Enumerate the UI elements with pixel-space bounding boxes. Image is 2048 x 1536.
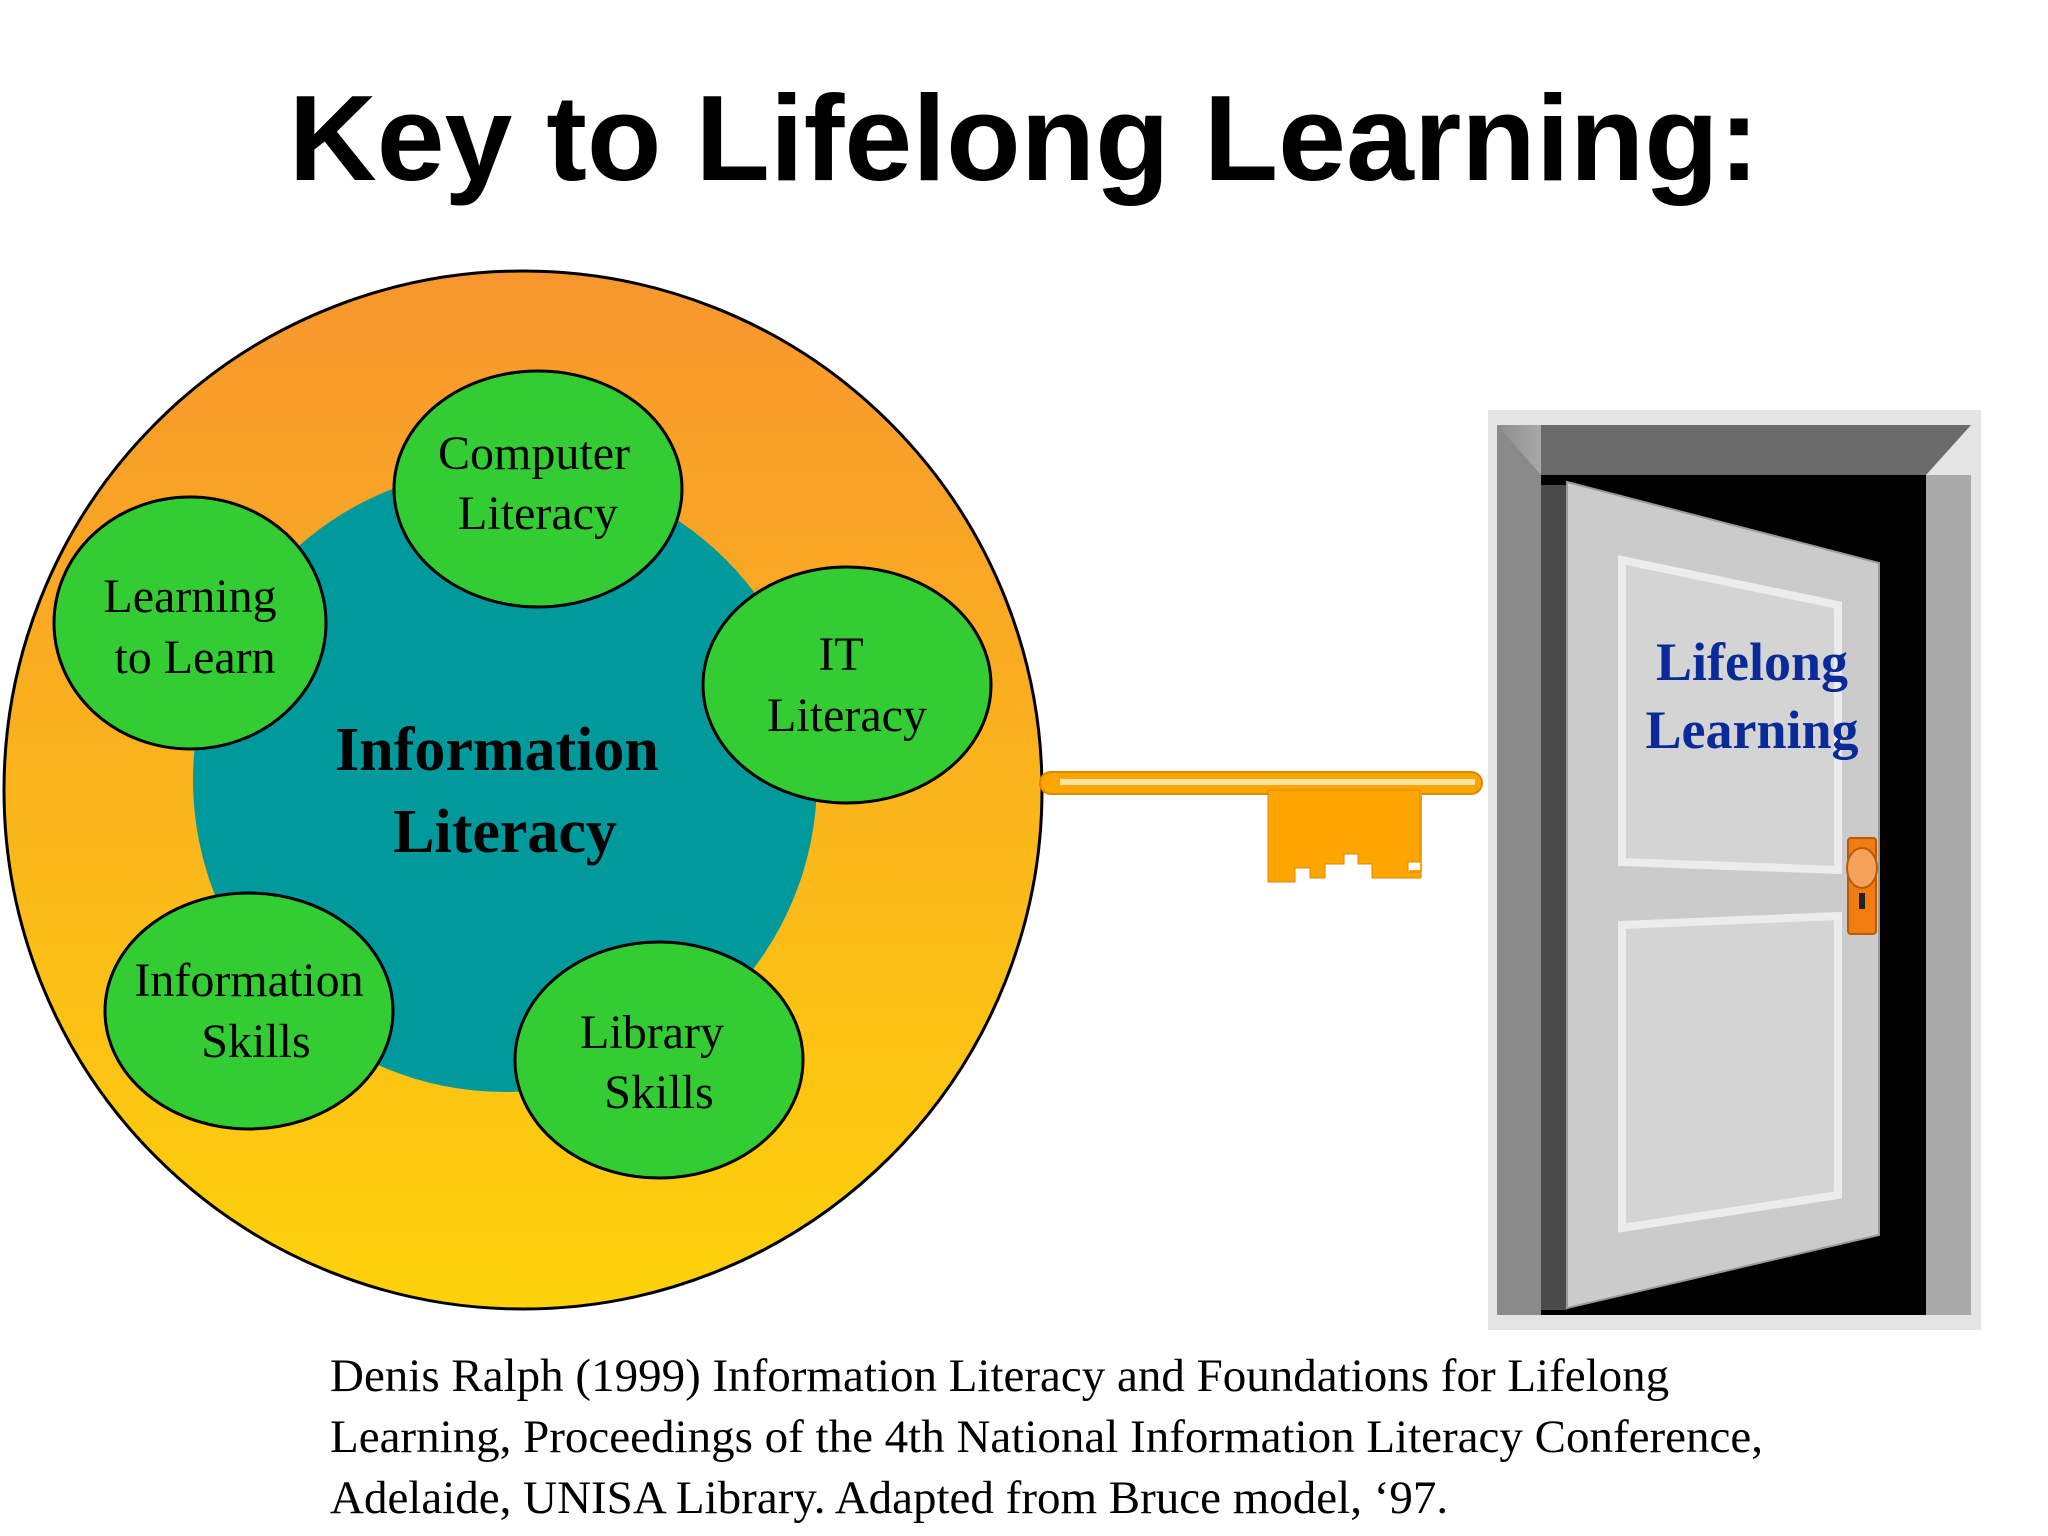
door-illustration: Lifelong Learning: [1488, 410, 1981, 1330]
page-title: Key to Lifelong Learning:: [289, 70, 1760, 206]
node-library-skills: Library Skills: [513, 940, 805, 1180]
node-learning-to-learn-line1: Learning: [103, 570, 276, 623]
door-lintel: [1497, 425, 1971, 475]
door-knob-icon: [1846, 847, 1878, 889]
node-computer-literacy-line2: Literacy: [458, 487, 618, 540]
door-lower-panel: [1618, 911, 1842, 1233]
node-information-skills-line2: Skills: [201, 1015, 310, 1068]
key-icon: [1039, 771, 1483, 883]
center-label-line1: Information: [335, 716, 659, 784]
node-it-literacy-line2: Literacy: [767, 689, 927, 742]
citation-line-1: Denis Ralph (1999) Information Literacy …: [330, 1350, 1669, 1402]
node-it-literacy: IT Literacy: [701, 565, 993, 805]
node-information-skills-line1: Information: [134, 954, 363, 1007]
node-information-skills: Information Skills: [103, 891, 395, 1131]
door-label-line1: Lifelong: [1656, 632, 1848, 692]
citation: Denis Ralph (1999) Information Literacy …: [330, 1350, 1763, 1524]
information-literacy-diagram: Information Literacy Computer Literacy I…: [2, 269, 1044, 1311]
door-upper-panel: [1618, 555, 1842, 875]
citation-line-3: Adelaide, UNISA Library. Adapted from Br…: [330, 1472, 1448, 1524]
node-learning-to-learn: Learning to Learn: [52, 495, 328, 751]
node-library-skills-line1: Library: [580, 1006, 724, 1059]
door-frame-left-slant: [1497, 425, 1541, 1315]
door-label-line2: Learning: [1645, 700, 1858, 760]
center-label-line2: Literacy: [393, 798, 617, 866]
citation-line-2: Learning, Proceedings of the 4th Nationa…: [330, 1411, 1763, 1463]
door-frame-right: [1926, 475, 1971, 1315]
node-computer-literacy-line1: Computer: [438, 427, 630, 480]
node-learning-to-learn-line2: to Learn: [114, 631, 275, 684]
node-library-skills-line2: Skills: [604, 1066, 713, 1119]
door-hinge-edge: [1541, 485, 1567, 1310]
node-it-literacy-line1: IT: [818, 628, 863, 681]
door-keyhole-icon: [1859, 893, 1865, 909]
node-computer-literacy: Computer Literacy: [392, 369, 684, 609]
